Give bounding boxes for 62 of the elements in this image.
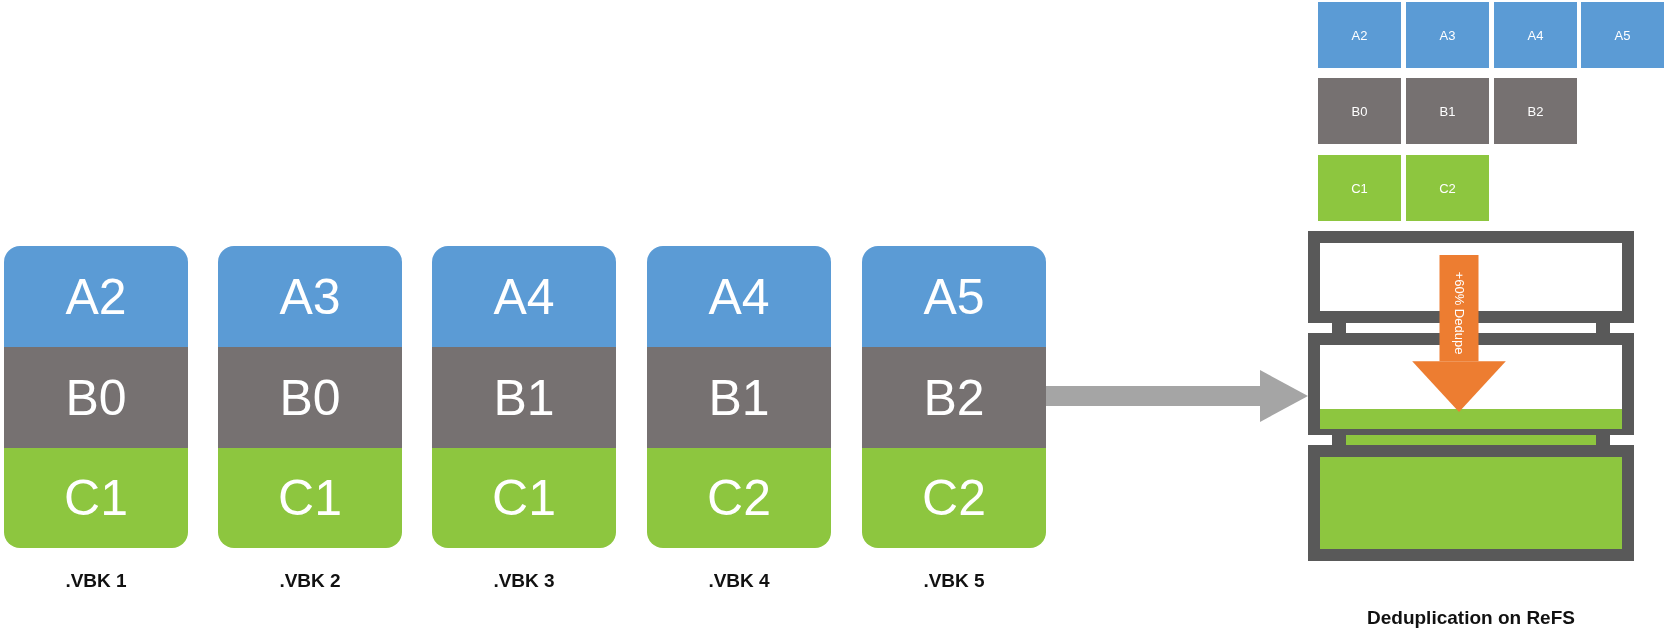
data-block	[1406, 2, 1489, 68]
backup-file-card	[432, 246, 616, 548]
data-block	[1494, 2, 1577, 68]
backup-file-card	[647, 246, 831, 548]
block-label: A2	[1351, 27, 1368, 43]
block-label: B2	[1527, 103, 1544, 119]
block-label: A4	[1527, 27, 1544, 43]
data-block	[218, 448, 402, 548]
node-label: Deduplication on ReFS	[1366, 607, 1576, 629]
block-label: B0	[279, 368, 341, 427]
block-label: A5	[923, 267, 985, 326]
block-label: A4	[493, 267, 555, 326]
block-label: C1	[1351, 180, 1368, 196]
block-label: A3	[279, 267, 341, 326]
data-block	[862, 347, 1046, 448]
block-label: C1	[492, 469, 556, 527]
data-block	[862, 246, 1046, 347]
data-block	[1318, 2, 1401, 68]
block-label: C1	[278, 469, 342, 527]
data-block	[218, 246, 402, 347]
data-block	[218, 347, 402, 448]
data-block	[432, 448, 616, 548]
data-block	[1494, 78, 1577, 144]
block-label: C2	[707, 469, 771, 527]
backup-file-card	[4, 246, 188, 548]
data-block	[1318, 78, 1401, 144]
data-block	[1406, 78, 1489, 144]
arrow	[1046, 370, 1308, 422]
node-label: .VBK 4	[707, 570, 771, 592]
data-block	[4, 246, 188, 347]
block-label: B2	[923, 368, 985, 427]
block-label: B1	[493, 368, 555, 427]
block-label: B1	[708, 368, 770, 427]
block-label: C2	[922, 469, 986, 527]
data-block	[432, 246, 616, 347]
data-block	[4, 448, 188, 548]
backup-file-card	[218, 246, 402, 548]
node-label: .VBK 3	[492, 570, 556, 592]
data-block	[1318, 155, 1401, 221]
data-block	[1581, 2, 1664, 68]
node-label: .VBK 5	[922, 570, 986, 592]
data-block	[432, 347, 616, 448]
backup-file-card	[862, 246, 1046, 548]
block-label: C2	[1439, 180, 1456, 196]
node-label: .VBK 2	[278, 570, 342, 592]
block-label: B1	[1439, 103, 1456, 119]
data-block	[4, 347, 188, 448]
block-label: A4	[708, 267, 770, 326]
data-block	[862, 448, 1046, 548]
block-label: A5	[1614, 27, 1631, 43]
data-block	[647, 347, 831, 448]
block-label: C1	[64, 469, 128, 527]
block-label: A3	[1439, 27, 1456, 43]
block-label: B0	[65, 368, 127, 427]
node-label: .VBK 1	[64, 570, 128, 592]
data-block	[1406, 155, 1489, 221]
block-label: A2	[65, 267, 127, 326]
edge-label: +60% Dedupe	[1451, 270, 1468, 357]
arrow	[1412, 255, 1506, 412]
data-block	[647, 246, 831, 347]
data-block	[647, 448, 831, 548]
block-label: B0	[1351, 103, 1368, 119]
